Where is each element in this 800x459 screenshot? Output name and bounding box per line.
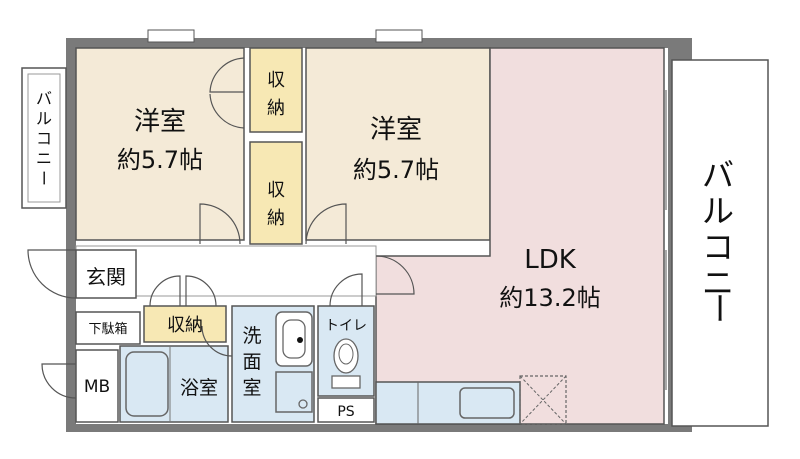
washing-machine-pan: [275, 371, 313, 413]
mb-label: MB: [84, 377, 110, 397]
ldk-name: LDK: [524, 245, 577, 275]
fridge-cross-2: [519, 375, 567, 425]
mb-area: [75, 349, 119, 423]
storage-2-line1: 収: [267, 180, 285, 201]
western-room-2-name: 洋室: [370, 115, 422, 145]
left-balcony-char-2: ル: [36, 109, 52, 128]
shoe-box-label: 下駄箱: [88, 321, 127, 337]
fridge-cross-1: [519, 375, 567, 425]
entrance-area: [75, 249, 137, 299]
ps-area: [317, 397, 375, 423]
western-room-1-name: 洋室: [134, 107, 186, 137]
storage-1-area: [249, 47, 303, 133]
entrance-label: 玄関: [86, 265, 126, 289]
storage-2-area: [249, 141, 303, 245]
ps-label: PS: [337, 404, 354, 420]
western-room-2-area: [305, 47, 491, 241]
storage-hall-area: [143, 305, 227, 343]
door-hall-storage-1: [149, 275, 181, 307]
shoe-box-area: [75, 311, 141, 345]
right-balcony-char-4: ニ: [702, 264, 734, 302]
kitchen-counter: [375, 381, 521, 425]
left-balcony-char-5: ー: [34, 170, 53, 186]
door-hall-storage-2: [185, 275, 217, 307]
storage-1-line1: 収: [267, 70, 285, 91]
bath-area: [119, 345, 229, 423]
washroom-line2: 面: [242, 351, 261, 373]
door-entrance: [27, 249, 77, 299]
toilet-bowl: [333, 338, 359, 374]
window-room2: [375, 29, 423, 43]
western-room-1-area: [75, 47, 245, 241]
door-room2: [305, 203, 347, 245]
right-balcony-char-1: バ: [702, 156, 734, 194]
left-balcony-char-1: バ: [36, 89, 52, 108]
washer-drain: [298, 399, 308, 409]
window-room1: [147, 29, 195, 43]
right-balcony: [671, 59, 769, 427]
left-balcony: [21, 67, 67, 209]
toilet-label: トイレ: [325, 318, 367, 334]
storage-hall-label: 収納: [167, 315, 203, 336]
fridge-space: [519, 375, 567, 425]
left-balcony-char-3: コ: [36, 129, 52, 148]
door-washroom: [201, 325, 233, 357]
door-room1-closet: [209, 57, 245, 93]
kitchen-sink: [459, 387, 515, 419]
washroom-line1: 洗: [242, 325, 261, 347]
bathtub: [125, 351, 169, 417]
left-balcony-inner: [27, 73, 61, 203]
storage-1-line2: 納: [267, 98, 285, 119]
western-room-1-size: 約5.7帖: [117, 146, 203, 174]
right-balcony-char-2: ル: [702, 192, 734, 230]
bath-label: 浴室: [180, 377, 218, 399]
door-room1-closet-2: [209, 93, 245, 129]
washroom-line3: 室: [242, 377, 261, 399]
drain: [297, 337, 303, 343]
right-balcony-char-3: コ: [702, 228, 734, 266]
western-room-2-size: 約5.7帖: [353, 156, 439, 184]
washbasin: [275, 311, 313, 367]
door-room1: [199, 203, 241, 245]
door-ldk: [375, 255, 415, 295]
storage-2-line2: 納: [267, 208, 285, 229]
door-toilet: [329, 273, 363, 307]
right-balcony-char-5: ー: [700, 292, 738, 324]
left-balcony-char-4: ニ: [36, 149, 52, 168]
washbasin-bowl: [282, 319, 306, 359]
toilet-seat: [338, 343, 354, 365]
toilet-tank: [331, 375, 361, 389]
door-mb: [41, 363, 77, 399]
ldk-size: 約13.2帖: [499, 284, 600, 312]
